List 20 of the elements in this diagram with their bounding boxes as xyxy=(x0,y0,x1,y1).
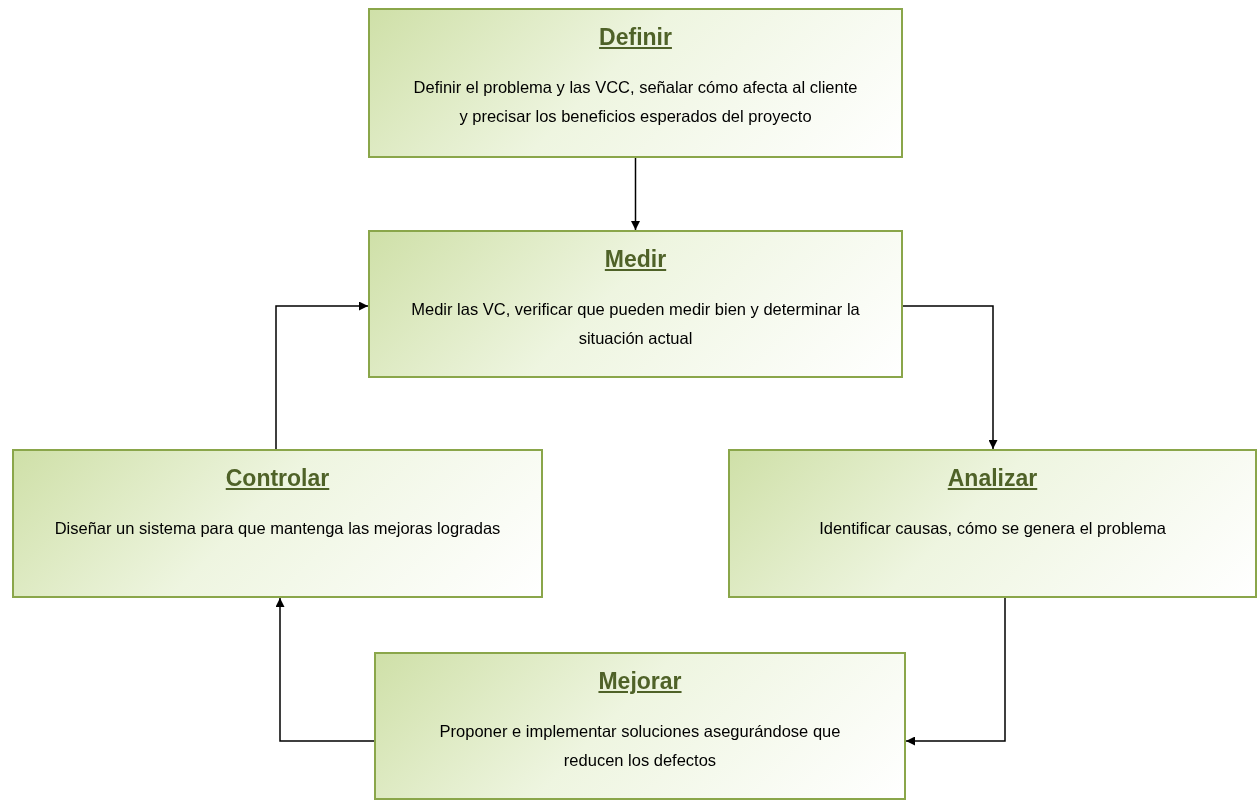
box-description: Proponer e implementar soluciones asegurándose que reducen los defectos xyxy=(438,721,842,771)
box-description: Diseñar un sistema para que mantenga las mejoras logradas xyxy=(54,518,501,539)
box-description: Medir las VC, verificar que pueden medir bien y determinar la situación actual xyxy=(410,299,861,349)
arrow xyxy=(902,305,998,450)
arrow xyxy=(275,597,375,742)
arrow xyxy=(905,597,1006,746)
process-box xyxy=(368,230,903,378)
process-box xyxy=(12,449,543,598)
process-box xyxy=(728,449,1257,598)
box-title: Definir xyxy=(599,24,672,51)
arrow xyxy=(275,301,369,450)
process-box xyxy=(368,8,903,158)
box-description: Definir el problema y las VCC, señalar cómo afecta al cliente y precisar los beneficios esperados del proyecto xyxy=(412,77,859,127)
box-title: Controlar xyxy=(225,465,330,492)
box-description: Identificar causas, cómo se genera el problema xyxy=(819,518,1166,539)
process-box xyxy=(374,652,906,800)
box-title: Analizar xyxy=(947,465,1038,492)
arrow xyxy=(631,157,640,231)
box-title: Mejorar xyxy=(598,668,682,695)
box-title: Medir xyxy=(604,246,667,273)
